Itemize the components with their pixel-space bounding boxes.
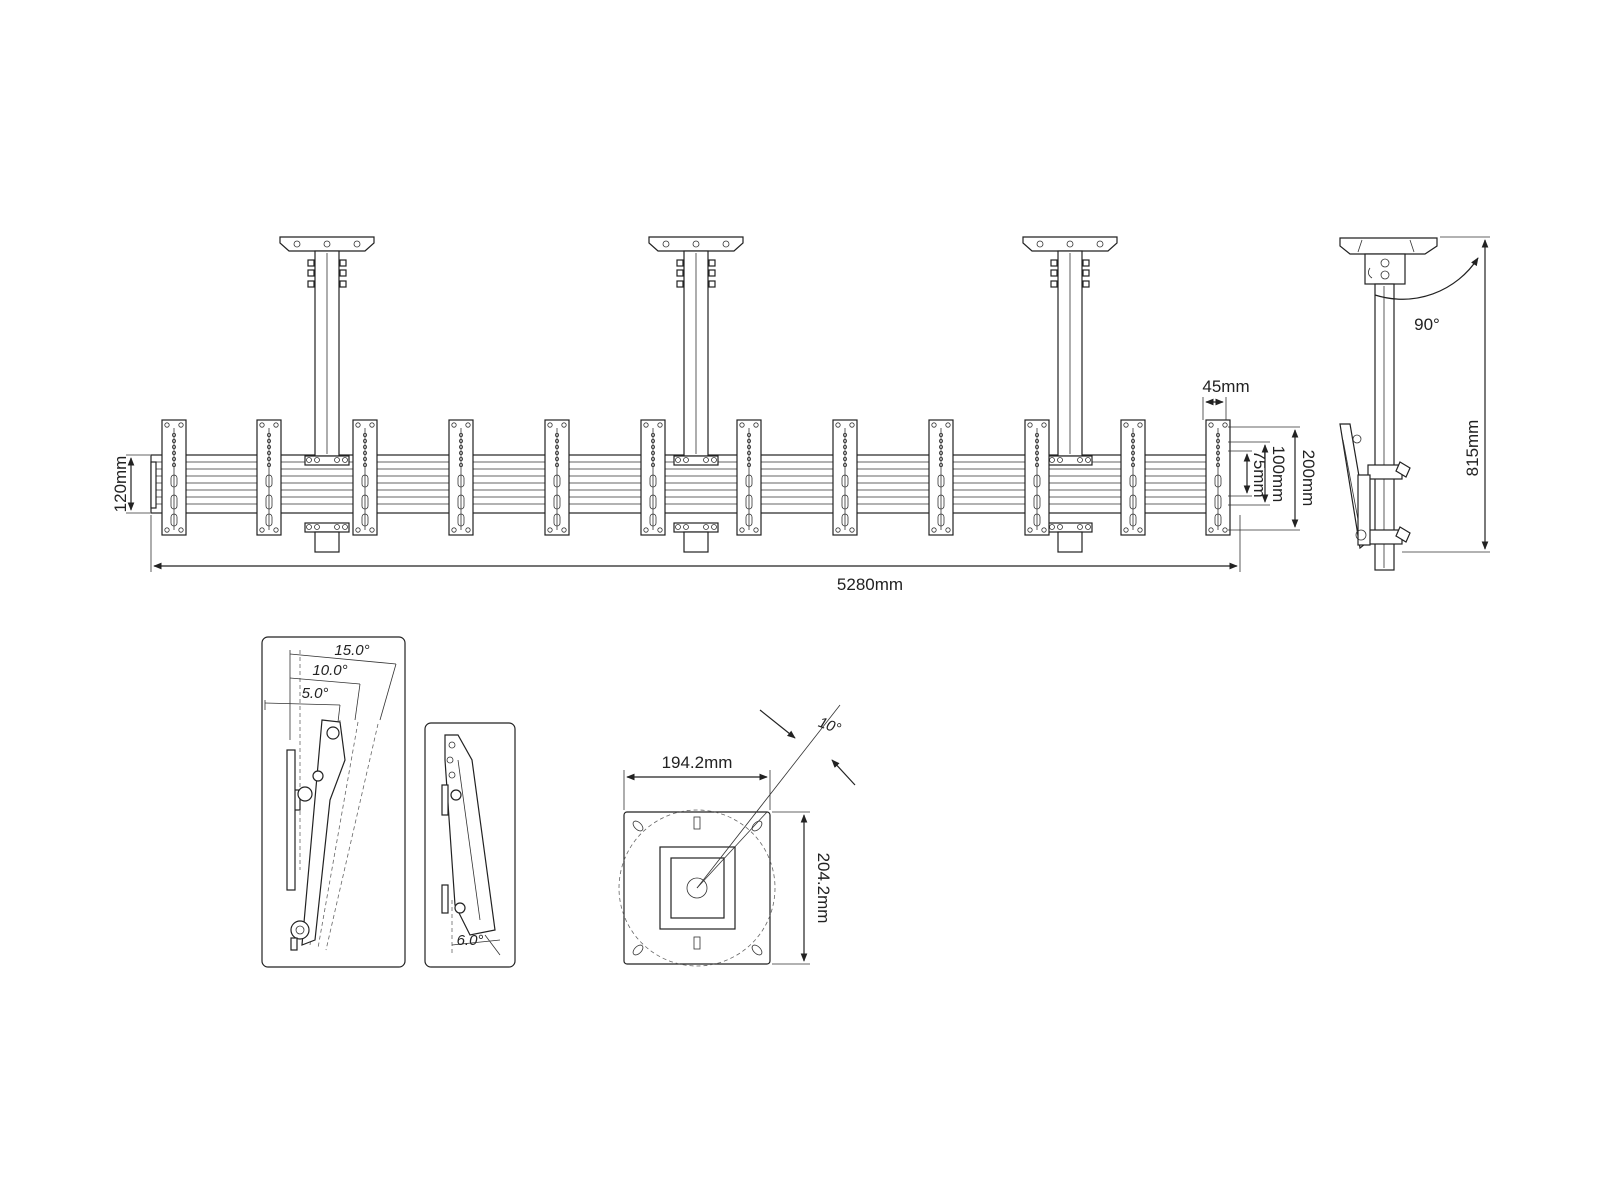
dim-5280: 5280mm [150,515,1241,594]
dim-120: 120mm [111,454,150,514]
ceiling-poles [279,236,1118,553]
side-view: 90° 815mm [1339,236,1490,571]
vertical-bracket [544,419,570,536]
dim-120-label: 120mm [111,456,130,513]
vertical-bracket [1205,419,1231,536]
ceiling-pole [279,236,375,553]
tilt-5-label: 5.0° [302,685,329,702]
tilt-detail-range: 15.0° 10.0° 5.0° [261,636,406,968]
tilt-15-label: 15.0° [334,642,369,659]
vertical-bracket [640,419,666,536]
tilt-10-label: 10.0° [312,662,347,679]
tilt-detail-fixed: 6.0° [424,722,516,968]
vertical-bracket [832,419,858,536]
dim-815-label: 815mm [1463,420,1482,477]
dim-5280-label: 5280mm [837,575,903,594]
tilt-6-label: 6.0° [457,932,484,949]
vertical-bracket [352,419,378,536]
dim-75-label: 75mm [1250,450,1269,497]
dim-100-label: 100mm [1269,446,1288,503]
vertical-brackets [161,419,1231,536]
plate-width-label: 194.2mm [662,753,733,772]
rotation-label: 90° [1414,315,1440,334]
ceiling-pole [1022,236,1118,553]
vertical-bracket [1120,419,1146,536]
vertical-bracket [1024,419,1050,536]
vertical-bracket [448,419,474,536]
dim-heights: 75mm 100mm 200mm [1228,426,1318,531]
vertical-bracket [736,419,762,536]
plate-angle-label: 10° [816,714,843,738]
dim-45-label: 45mm [1202,377,1249,396]
dim-45: 45mm [1202,377,1250,420]
plate-height-label: 204.2mm [814,853,833,924]
vertical-bracket [161,419,187,536]
vertical-bracket [256,419,282,536]
ceiling-pole [648,236,744,553]
ceiling-plate: 194.2mm 204.2mm 10° [618,704,856,967]
vertical-bracket [928,419,954,536]
dim-200-label: 200mm [1299,450,1318,507]
front-view: 120mm 5280mm 45mm 75mm [111,236,1318,594]
